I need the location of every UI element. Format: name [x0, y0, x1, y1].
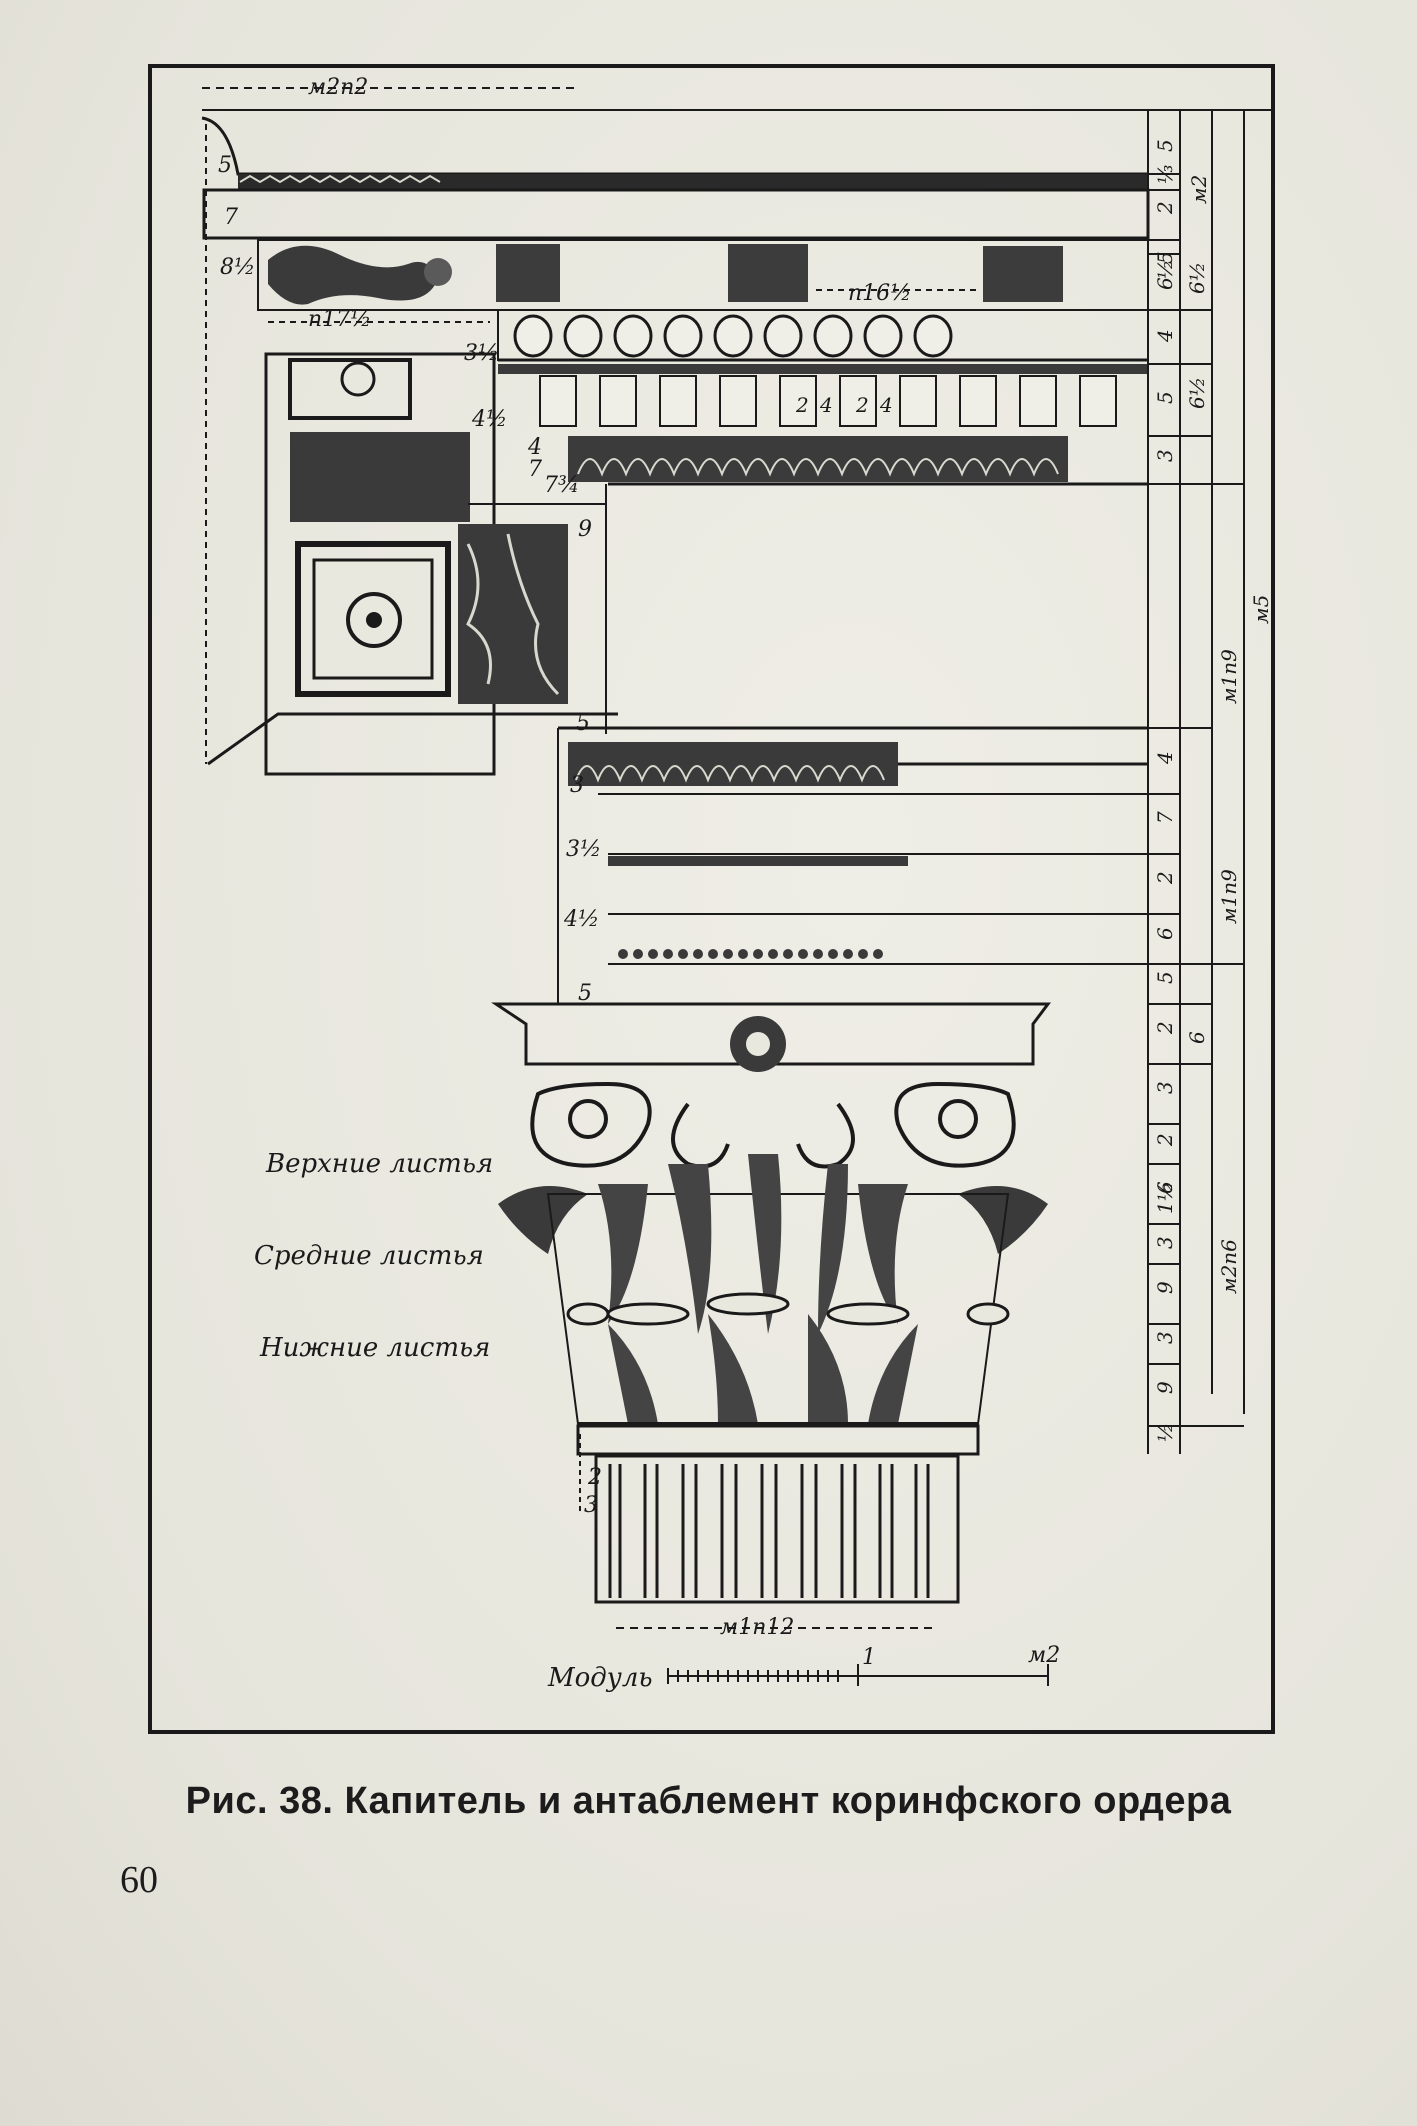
- dim-cornice-5: 7¾: [544, 473, 579, 498]
- col-inner-6: 4: [1153, 329, 1177, 343]
- dim-astragal-2: 3: [584, 1493, 598, 1518]
- label-upper-leaves: Верхние листья: [265, 1149, 493, 1179]
- acanthus-leaves: [598, 1154, 918, 1424]
- figure-drawing: м2п2 5 7 8½ п16½ п17½: [148, 64, 1275, 1734]
- col-inner-16: 2: [1153, 1133, 1177, 1147]
- col-inner-13: 5: [1153, 971, 1177, 984]
- astragal: [576, 1424, 980, 1456]
- dim-left-8half: 8½: [220, 255, 255, 280]
- col-outer-label-1: м1п9: [1217, 649, 1241, 704]
- col-inner-20: 9: [1153, 1281, 1177, 1294]
- dentil-row: [539, 375, 1117, 427]
- right-measurement-columns: [1147, 110, 1245, 1454]
- scale-mark-1: 1: [862, 1645, 876, 1670]
- soffit-coffers: [207, 352, 618, 776]
- figure-border: [148, 64, 1275, 1734]
- col-outer-label-3: м5: [1249, 595, 1273, 624]
- scale-label: Модуль: [547, 1663, 653, 1693]
- dim-left-7: 7: [224, 205, 238, 230]
- col-inner-14: 2: [1153, 1021, 1177, 1035]
- dentil-mark-4: 4: [879, 393, 893, 417]
- col-inner-11: 2: [1153, 871, 1177, 885]
- right-volute: [894, 1081, 1016, 1168]
- egg-row: [513, 314, 953, 358]
- dentil-mark-2: 4: [819, 393, 833, 417]
- dim-modillion-spacing: п16½: [848, 281, 912, 306]
- dim-arch-4: 4½: [563, 907, 599, 932]
- dim-arch-3: 3½: [566, 837, 601, 862]
- modillion-3: [983, 246, 1063, 302]
- col-outer-label-4: м2п6: [1217, 1239, 1241, 1294]
- col-inner-2: 2: [1153, 201, 1177, 215]
- dim-abacus-width: м1п12: [720, 1615, 794, 1640]
- col-inner-9: 4: [1153, 751, 1177, 765]
- dim-astragal-1: 2: [587, 1465, 602, 1490]
- col-inner-18: 1½: [1153, 1182, 1177, 1214]
- corona: [202, 188, 1150, 240]
- dim-cornice-4: 7: [528, 457, 542, 482]
- col-inner-10: 7: [1153, 811, 1177, 824]
- dentil-mark-1: 2: [795, 393, 809, 417]
- figure-corinthian-order: м2п2 5 7 8½ п16½ п17½: [148, 64, 1275, 1734]
- col-outer-label-0: м2: [1187, 175, 1211, 204]
- abacus: [491, 1002, 1051, 1066]
- architrave: 5 3 3½ 4½ 5: [557, 711, 1148, 1006]
- col-middle-2: 6: [1185, 1031, 1209, 1044]
- col-inner-23: ½: [1153, 1423, 1177, 1442]
- col-inner-22: 9: [1153, 1381, 1177, 1394]
- dim-left-5: 5: [218, 153, 232, 178]
- dim-cornice-6: 9: [578, 517, 592, 542]
- flutes: [608, 1464, 930, 1598]
- dim-cornice-3: 4: [527, 435, 542, 460]
- dim-coffer-width: п17½: [308, 307, 372, 332]
- dim-arch-1: 5: [576, 711, 590, 736]
- col-outer-label-2: м1п9: [1217, 869, 1241, 924]
- col-inner-3: 5: [1153, 251, 1177, 264]
- figure-caption: Рис. 38. Капитель и антаблемент коринфск…: [185, 1780, 1232, 1822]
- col-inner-8: 3: [1153, 449, 1177, 462]
- col-middle-1: 6½: [1185, 377, 1209, 409]
- column-shaft: [594, 1454, 960, 1604]
- col-inner-19: 3: [1153, 1236, 1177, 1249]
- col-inner-7: 5: [1153, 391, 1177, 404]
- egg-dart-band-top: [238, 174, 1148, 190]
- dim-arch-2: 3: [570, 773, 584, 798]
- left-volute: [530, 1081, 652, 1168]
- col-inner-1: ⅓: [1153, 165, 1177, 184]
- scale-mark-2: м2: [1028, 1643, 1060, 1668]
- dim-arch-5: 5: [578, 981, 592, 1006]
- corinthian-capital: 2 3: [491, 1002, 1051, 1604]
- modillion-1: [496, 244, 560, 302]
- col-inner-12: 6: [1153, 927, 1177, 940]
- label-lower-leaves: Нижние листья: [259, 1333, 490, 1363]
- modillion-scroll: [268, 245, 438, 305]
- col-inner-17: 6: [1153, 1181, 1177, 1194]
- scale-ticks: [667, 1664, 1049, 1686]
- dentil-mark-3: 2: [855, 393, 869, 417]
- page-number: 60: [120, 1859, 158, 1901]
- col-inner-21: 3: [1153, 1331, 1177, 1344]
- col-inner-5: 6: [1153, 277, 1177, 290]
- dim-top-width: м2п2: [308, 75, 368, 100]
- col-inner-0: 5: [1153, 139, 1177, 152]
- label-middle-leaves: Средние листья: [254, 1241, 484, 1271]
- col-inner-15: 3: [1153, 1081, 1177, 1094]
- col-inner-4: ½: [1153, 260, 1177, 279]
- dim-cornice-2: 4½: [471, 407, 507, 432]
- col-middle-0: 6½: [1185, 262, 1209, 294]
- modillion-2: [728, 244, 808, 302]
